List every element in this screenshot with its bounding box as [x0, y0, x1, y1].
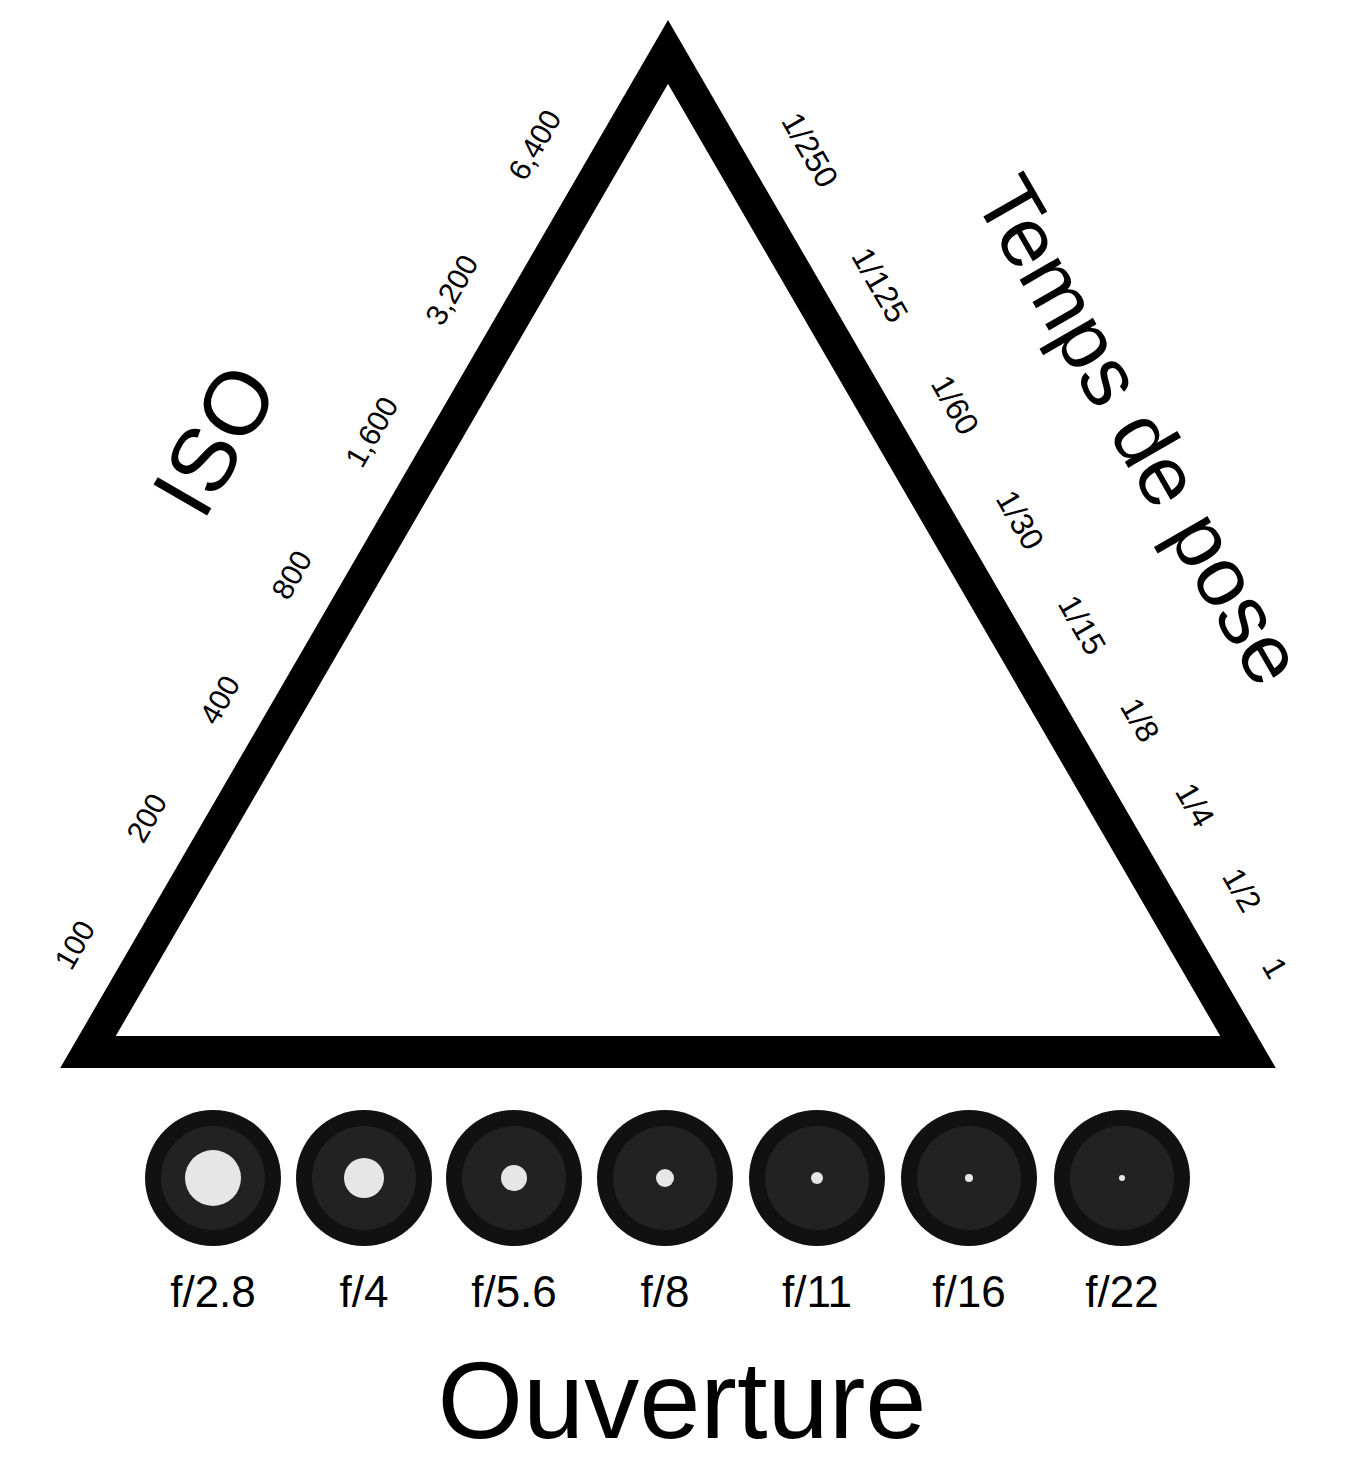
- aperture-value: f/8: [641, 1270, 690, 1314]
- aperture-value: f/4: [340, 1270, 389, 1314]
- aperture-value: f/16: [932, 1270, 1005, 1314]
- lens-ring: [161, 1126, 265, 1230]
- aperture-hole: [344, 1158, 384, 1198]
- lens: [1054, 1110, 1190, 1246]
- lens-ring: [462, 1126, 566, 1230]
- iso-value: 1,600: [340, 392, 404, 472]
- iso-value: 400: [194, 671, 245, 729]
- lens: [901, 1110, 1037, 1246]
- iso-value: 6,400: [503, 105, 567, 185]
- iso-value: 3,200: [420, 250, 484, 330]
- aperture-hole: [656, 1169, 674, 1187]
- lens: [296, 1110, 432, 1246]
- shutter-value: 1/60: [926, 370, 985, 440]
- shutter-value: 1/8: [1115, 693, 1165, 748]
- lens-ring: [613, 1126, 717, 1230]
- axis-title: Temps de pose: [961, 162, 1319, 697]
- lens: [749, 1110, 885, 1246]
- axis-title: Ouverture: [437, 1345, 926, 1455]
- lens: [597, 1110, 733, 1246]
- aperture-icons: [145, 1110, 1190, 1246]
- lens-ring: [312, 1126, 416, 1230]
- triangle: [88, 52, 1248, 1052]
- shutter-value: 1: [1257, 952, 1294, 983]
- iso-value: 100: [49, 916, 100, 974]
- aperture-hole: [185, 1150, 241, 1206]
- shutter-value: 1/2: [1217, 863, 1267, 918]
- aperture-hole: [965, 1174, 973, 1182]
- iso-value: 200: [121, 789, 172, 847]
- shutter-value: 1/125: [846, 242, 914, 327]
- lens-ring: [765, 1126, 869, 1230]
- aperture-value: f/5.6: [471, 1270, 557, 1314]
- shutter-value: 1/4: [1170, 778, 1220, 833]
- lens: [145, 1110, 281, 1246]
- aperture-hole: [1119, 1175, 1125, 1181]
- aperture-value: f/22: [1085, 1270, 1158, 1314]
- aperture-value: f/2.8: [170, 1270, 256, 1314]
- lens-ring: [917, 1126, 1021, 1230]
- axis-title: ISO: [137, 350, 292, 529]
- lens-ring: [1070, 1126, 1174, 1230]
- shutter-value: 1/15: [1053, 590, 1112, 660]
- aperture-hole: [811, 1172, 823, 1184]
- aperture-value: f/11: [782, 1270, 852, 1314]
- lens: [446, 1110, 582, 1246]
- shutter-value: 1/250: [776, 107, 844, 192]
- shutter-value: 1/30: [991, 485, 1050, 555]
- aperture-hole: [501, 1165, 527, 1191]
- iso-value: 800: [266, 546, 317, 604]
